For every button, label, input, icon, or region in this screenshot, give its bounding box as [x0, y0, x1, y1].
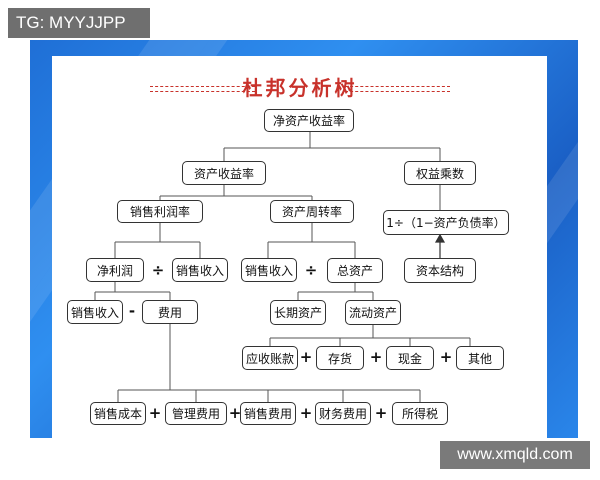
operator-divide: ÷	[304, 261, 318, 279]
node-expenses: 费用	[142, 300, 198, 324]
node-net-profit: 净利润	[86, 258, 144, 282]
node-income-tax: 所得税	[392, 402, 448, 425]
operator-minus: -	[128, 302, 136, 320]
node-roa: 资产收益率	[182, 161, 266, 185]
node-cost-of-sales: 销售成本	[90, 402, 146, 425]
node-sales-revenue-3: 销售收入	[67, 300, 123, 324]
title-dash-right	[345, 86, 450, 92]
operator-plus: +	[299, 404, 313, 422]
title-dash-left	[150, 86, 255, 92]
node-current-assets: 流动资产	[345, 300, 401, 325]
node-net-margin: 销售利润率	[117, 200, 203, 223]
node-selling-expense: 销售费用	[240, 402, 296, 425]
node-inventory: 存货	[316, 346, 364, 370]
node-asset-turnover: 资产周转率	[270, 200, 354, 223]
operator-plus: +	[148, 404, 162, 422]
operator-plus: +	[369, 348, 383, 366]
node-total-assets: 总资产	[327, 258, 383, 283]
diagram-title: 杜邦分析树	[242, 76, 358, 100]
node-receivables: 应收账款	[242, 346, 298, 370]
operator-plus: +	[228, 404, 242, 422]
node-em-formula: 1÷（1−资产负债率）	[383, 210, 509, 235]
operator-plus: +	[299, 348, 313, 366]
node-sales-revenue-1: 销售收入	[172, 258, 228, 282]
node-other: 其他	[456, 346, 504, 370]
node-roe: 净资产收益率	[264, 109, 354, 132]
operator-divide: ÷	[151, 261, 165, 279]
node-long-term-assets: 长期资产	[270, 300, 326, 325]
node-admin-expense: 管理费用	[165, 402, 227, 425]
operator-plus: +	[439, 348, 453, 366]
node-finance-expense: 财务费用	[315, 402, 371, 425]
node-equity-multiplier: 权益乘数	[404, 161, 476, 185]
watermark-bottom-right: www.xmqld.com	[440, 441, 590, 469]
node-cash: 现金	[386, 346, 434, 370]
operator-plus: +	[374, 404, 388, 422]
watermark-top-left: TG: MYYJJPP	[8, 8, 150, 38]
node-capital-structure: 资本结构	[404, 258, 476, 283]
node-sales-revenue-2: 销售收入	[241, 258, 297, 282]
